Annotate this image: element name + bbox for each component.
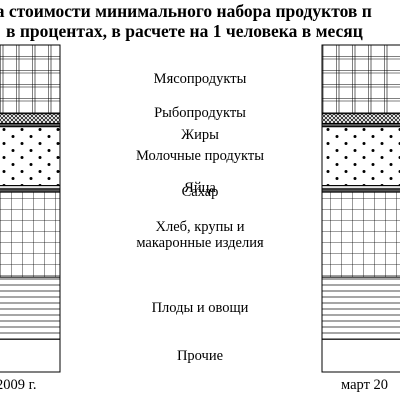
bar-segment-1-0: [321, 44, 400, 115]
segment-label-2: Жиры: [181, 126, 219, 143]
chart-title: ра стоимости минимального набора продукт…: [0, 0, 400, 44]
segment-label-5: Сахар: [181, 184, 219, 201]
bar-segment-1-1: [321, 113, 400, 124]
bar-segment-1-3: [321, 126, 400, 187]
segment-label-0: Мясопродукты: [153, 71, 247, 88]
segment-label-6-line-1: макаронные изделия: [136, 234, 264, 251]
bar-segment-1-7: [321, 276, 400, 340]
date-label-right: март 20: [341, 377, 389, 393]
bar-segment-0-1: [0, 113, 61, 124]
bar-segment-1-6: [321, 191, 400, 278]
bar-segment-0-3: [0, 126, 61, 187]
segment-label-6-line-0: Хлеб, крупы и: [155, 218, 245, 235]
bar-segment-0-8: [0, 338, 61, 373]
chart-title-line-1: ра стоимости минимального набора продукт…: [0, 1, 372, 21]
date-label-left: 2009 г.: [0, 377, 37, 393]
bar-segment-0-0: [0, 44, 61, 115]
segment-label-8: Прочие: [176, 347, 224, 364]
segment-label-7: Плоды и овощи: [151, 300, 249, 317]
bar-segment-0-7: [0, 276, 61, 340]
segment-label-1: Рыбопродукты: [154, 104, 246, 121]
bar-segment-1-8: [321, 338, 400, 373]
bar-segment-0-6: [0, 191, 61, 278]
segment-label-4: Яйца: [184, 179, 216, 196]
segment-label-3: Молочные продукты: [136, 148, 264, 165]
chart-title-line-2: в процентах, в расчете на 1 человека в м…: [6, 21, 363, 41]
